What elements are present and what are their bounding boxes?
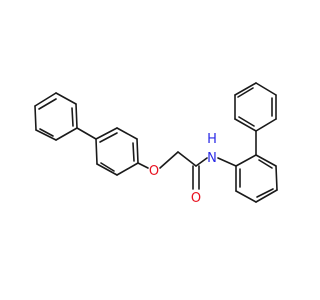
- phenyl-ring-terminal: [34, 92, 78, 141]
- structure-canvas: O O H N: [34, 82, 278, 206]
- nitrogen-aryl-bond: [217, 157, 237, 167]
- phenyl-ring-para: [95, 127, 139, 176]
- oxygen-methylene-bond: [159, 151, 179, 169]
- ether-oxygen-label: O: [149, 164, 159, 179]
- carbonyl-nitrogen-bond: [195, 157, 208, 167]
- molecule-structure: O O H N: [34, 82, 278, 206]
- biphenyl-bond: [76, 127, 97, 140]
- amide-hydrogen-label: H: [207, 132, 217, 147]
- amide-nitrogen-label: N: [207, 151, 217, 166]
- phenyl-ring-ortho: [235, 154, 278, 203]
- carbonyl-oxygen-label: O: [191, 191, 201, 206]
- methylene-carbonyl-bond: [177, 151, 197, 167]
- phenyl-ring-top-right: [234, 82, 277, 132]
- aryl-oxygen-bond: [137, 162, 149, 169]
